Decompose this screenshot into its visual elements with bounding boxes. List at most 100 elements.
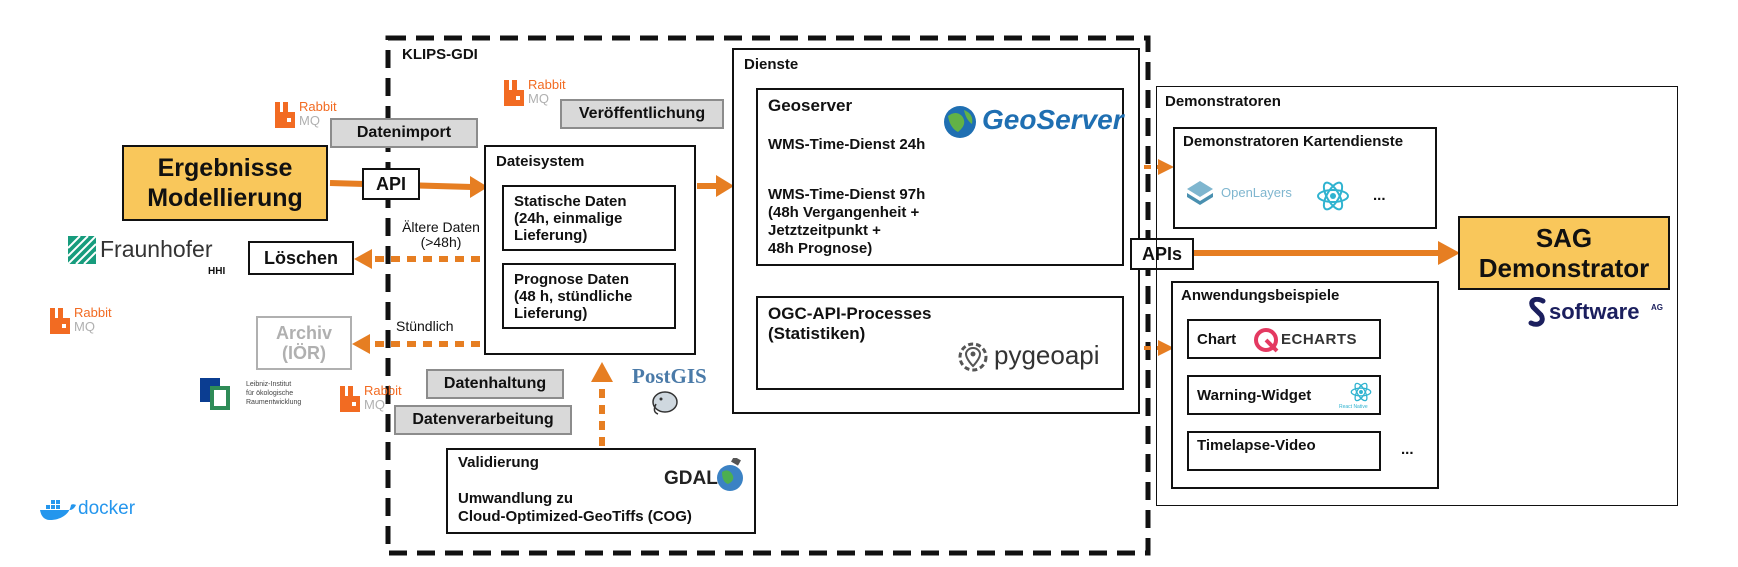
warning-widget-label: Warning-Widget	[1197, 387, 1312, 404]
leibniz-icon	[200, 378, 230, 410]
dienste-box: Dienste Geoserver WMS-Time-Dienst 24h WM…	[732, 48, 1140, 414]
software-ag-label: software	[1549, 299, 1640, 324]
ergebnisse-modellierung-box: Ergebnisse Modellierung	[122, 145, 328, 221]
geoserver-box: Geoserver WMS-Time-Dienst 24h WMS-Time-D…	[756, 88, 1124, 266]
rabbitmq-text-1: Rabbit	[528, 77, 566, 92]
demonstratoren-box: Demonstratoren Demonstratoren Kartendien…	[1156, 86, 1678, 506]
anwendungsbeispiele-box: Anwendungsbeispiele Chart ECHARTS Warnin…	[1171, 281, 1439, 489]
demonstratoren-title: Demonstratoren	[1165, 93, 1281, 110]
prognose-daten-label: Prognose Daten (48 h, stündliche Lieferu…	[514, 271, 633, 322]
pygeoapi-logo: pygeoapi	[954, 336, 1124, 378]
geoserver-logo-label: GeoServer	[982, 104, 1124, 135]
timelapse-video-label: Timelapse-Video	[1197, 437, 1316, 454]
docker-label: docker	[78, 498, 136, 519]
geoserver-icon	[944, 106, 976, 138]
veroeffentlichung-box: Veröffentlichung	[560, 99, 724, 129]
kartendienste-title: Demonstratoren Kartendienste	[1183, 133, 1404, 150]
rabbitmq-text-2: MQ	[528, 91, 549, 106]
fraunhofer-icon	[68, 236, 96, 264]
rabbitmq-icon	[340, 386, 360, 412]
software-ag-suffix: AG	[1651, 303, 1663, 312]
fraunhofer-label: Fraunhofer	[100, 236, 213, 262]
geoserver-title: Geoserver	[768, 96, 853, 115]
loeschen-label: Löschen	[263, 247, 338, 268]
klips-gdi-title: KLIPS-GDI	[402, 46, 478, 63]
sag-demonstrator-label: SAG Demonstrator	[1478, 223, 1650, 283]
rabbitmq-text-2: MQ	[74, 319, 95, 334]
datenimport-label: Datenimport	[356, 124, 452, 141]
ergebnisse-modellierung-label: Ergebnisse Modellierung	[147, 154, 303, 212]
fraunhofer-logo: Fraunhofer HHI	[68, 236, 238, 282]
fraunhofer-sub: HHI	[208, 266, 226, 277]
postgis-label: PostGIS	[632, 364, 707, 388]
rabbitmq-logo-haltung: Rabbit MQ	[338, 384, 408, 414]
rabbitmq-text-1: Rabbit	[364, 383, 402, 398]
react-icon	[1317, 181, 1349, 211]
openlayers-label: OpenLayers	[1221, 185, 1292, 200]
rabbitmq-text-2: MQ	[299, 113, 320, 128]
rabbitmq-logo-left: Rabbit MQ	[48, 306, 114, 336]
statische-daten-box: Statische Daten (24h, einmalige Lieferun…	[502, 185, 676, 251]
aeltere-daten-label: Ältere Daten (>48h)	[402, 219, 480, 250]
geoserver-logo: GeoServer	[942, 102, 1124, 142]
datenhaltung-label: Datenhaltung	[443, 375, 547, 392]
ellipsis-karten: ...	[1373, 187, 1386, 204]
chart-box: Chart ECHARTS	[1187, 319, 1381, 359]
rabbitmq-logo-import: Rabbit MQ	[273, 99, 337, 130]
react-native-label: React Native	[1339, 404, 1368, 410]
leibniz-label: Leibniz-Institut für ökologische Raument…	[246, 381, 302, 406]
klips-gdi-frame	[385, 35, 1151, 556]
rabbitmq-logo-publish: Rabbit MQ	[502, 78, 572, 108]
leibniz-logo: Leibniz-Institut für ökologische Raument…	[200, 378, 320, 414]
validierung-box: Validierung Umwandlung zu Cloud-Optimize…	[446, 448, 756, 534]
rabbitmq-icon	[50, 308, 70, 334]
loeschen-box: Löschen	[248, 241, 354, 275]
ellipsis-anwendung: ...	[1401, 441, 1414, 458]
statische-daten-label: Statische Daten (24h, einmalige Lieferun…	[514, 193, 627, 244]
rabbitmq-icon	[504, 80, 524, 106]
dateisystem-box: Dateisystem Statische Daten (24h, einmal…	[484, 145, 696, 355]
timelapse-video-box: Timelapse-Video	[1187, 431, 1381, 471]
archiv-box: Archiv (IÖR)	[256, 316, 352, 370]
stuendlich-label: Stündlich	[396, 318, 454, 334]
wms97-label: WMS-Time-Dienst 97h (48h Vergangenheit +…	[768, 186, 926, 257]
react-native-icon	[1350, 382, 1372, 402]
archiv-label: Archiv (IÖR)	[275, 323, 333, 363]
apis-box: APIs	[1130, 238, 1194, 270]
api-label: API	[375, 173, 406, 194]
elephant-icon	[652, 391, 678, 415]
ogc-api-label: OGC-API-Processes (Statistiken)	[768, 304, 932, 343]
kartendienste-box: Demonstratoren Kartendienste OpenLayers …	[1173, 127, 1437, 229]
gdal-logo: GDAL	[664, 454, 750, 494]
docker-logo: docker	[40, 496, 150, 526]
dateisystem-title: Dateisystem	[496, 153, 585, 170]
chart-label: Chart	[1197, 331, 1237, 348]
datenverarbeitung-label: Datenverarbeitung	[412, 411, 554, 428]
gdal-label: GDAL	[664, 468, 718, 489]
dienste-title: Dienste	[744, 56, 799, 73]
echarts-icon	[1254, 328, 1279, 353]
pygeoapi-label: pygeoapi	[994, 340, 1100, 370]
rabbitmq-text-1: Rabbit	[299, 99, 337, 114]
prognose-daten-box: Prognose Daten (48 h, stündliche Lieferu…	[502, 263, 676, 329]
validierung-title: Validierung	[458, 454, 539, 471]
veroeffentlichung-label: Veröffentlichung	[578, 105, 706, 122]
datenverarbeitung-box: Datenverarbeitung	[394, 405, 572, 435]
rabbitmq-icon	[275, 102, 295, 128]
rabbitmq-text-2: MQ	[364, 397, 385, 412]
rabbitmq-text-1: Rabbit	[74, 305, 112, 320]
sag-demonstrator-box: SAG Demonstrator	[1458, 216, 1670, 290]
software-ag-icon	[1528, 297, 1546, 327]
datenimport-box: Datenimport	[330, 118, 478, 148]
warning-widget-box: Warning-Widget React Native	[1187, 375, 1381, 415]
api-box: API	[362, 168, 420, 200]
anwendungsbeispiele-title: Anwendungsbeispiele	[1181, 287, 1340, 304]
openlayers-icon	[1187, 181, 1213, 205]
openlayers-logo: OpenLayers	[1185, 179, 1315, 213]
gear-pin-icon	[958, 342, 988, 372]
postgis-logo: PostGIS	[632, 360, 722, 420]
globe-icon	[717, 458, 743, 491]
echarts-label: ECHARTS	[1281, 331, 1358, 348]
validierung-text: Umwandlung zu Cloud-Optimized-GeoTiffs (…	[458, 490, 692, 525]
docker-icon	[40, 500, 76, 520]
